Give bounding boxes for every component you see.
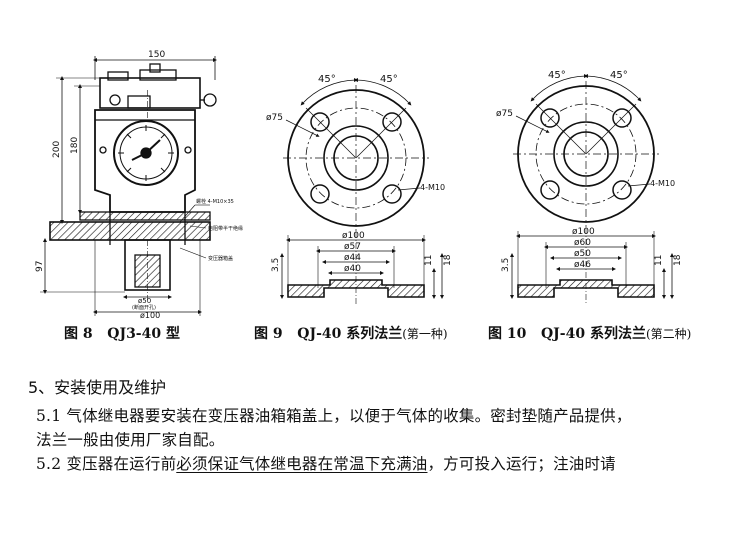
fig10-d3: ø50	[574, 249, 591, 259]
fig10-angle-left: 45°	[548, 70, 566, 81]
fig10-h1: 11	[654, 255, 664, 266]
fig8-dim-width: 150	[148, 50, 165, 60]
fig10-caption-sub: (第二种)	[645, 327, 692, 341]
fig8-caption-model: QJ3-40 型	[107, 326, 180, 342]
fig10-caption-num: 图 10	[488, 326, 527, 342]
fig9-caption-sub: (第一种)	[402, 327, 448, 341]
paragraph-5-1-line-1: 5.1 气体继电器要安装在变压器油箱箱盖上，以便于气体的收集。密封垫随产品提供，	[36, 407, 632, 425]
fig8-note-bolt: 螺栓 4-M10×35	[196, 198, 234, 205]
fig8-caption: 图 8 QJ3-40 型	[64, 323, 180, 343]
paragraph-5-2-prefix: 5.2 变压器在运行前	[36, 455, 177, 473]
fig9-d4: ø40	[344, 264, 361, 274]
fig10-d1: ø100	[572, 227, 595, 237]
paragraph-5-2-suffix: ，方可投入运行；注油时请	[427, 455, 616, 473]
fig8-dim-pipe-d: ø50	[138, 297, 151, 305]
paragraph-5-2-emphasis: 必须保证气体继电器在常温下充满油	[176, 455, 428, 473]
fig10-bolt-circle: ø75	[496, 109, 513, 119]
fig10-flange-section	[510, 228, 674, 305]
fig10-thickness: 3.5	[501, 258, 511, 272]
fig9-bolt-circle: ø75	[266, 113, 283, 123]
fig9-holes: 4-M10	[420, 183, 445, 192]
fig9-flange-plan	[283, 78, 429, 231]
fig8-dim-height-body: 180	[70, 137, 80, 154]
fig9-angle-left: 45°	[318, 74, 336, 85]
fig9-d1: ø100	[342, 231, 365, 241]
fig9-caption-model: QJ-40 系列法兰	[297, 326, 403, 342]
fig9-caption-num: 图 9	[254, 326, 283, 342]
paragraph-5-1-line-2: 法兰一般由使用厂家自配。	[36, 431, 225, 449]
fig10-d4: ø46	[574, 260, 591, 270]
section-heading: 5、安装使用及维护	[28, 378, 167, 397]
fig10-flange-plan	[513, 74, 659, 227]
fig9-d2: ø57	[344, 242, 361, 252]
fig8-dim-base: ø100	[140, 311, 160, 320]
fig8-dim-pipe-note: (断面开孔)	[132, 304, 156, 311]
paragraph-5-2: 5.2 变压器在运行前必须保证气体继电器在常温下充满油，方可投入运行；注油时请	[36, 452, 616, 476]
fig10-d2: ø60	[574, 238, 591, 248]
fig8-caption-num: 图 8	[64, 326, 93, 342]
fig8-relay-drawing	[40, 56, 217, 316]
fig9-h2: 18	[443, 254, 453, 266]
fig8-note-sealing: 电阻带半干绝缘	[208, 225, 243, 232]
fig9-thickness: 3.5	[271, 258, 281, 272]
technical-drawings: 150 200 180 97 ø50 (断面开孔) ø100 螺栓 4-M10×…	[35, 50, 683, 320]
fig8-dim-height-total: 200	[52, 141, 62, 158]
fig9-flange-section	[280, 232, 444, 305]
fig10-h2: 18	[673, 254, 683, 266]
fig10-caption-model: QJ-40 系列法兰	[540, 326, 646, 342]
fig8-note-oiltank: 变压器箱盖	[208, 255, 233, 262]
fig9-angle-right: 45°	[380, 74, 398, 85]
fig8-dim-pipe: 97	[35, 261, 45, 272]
fig10-holes: 4-M10	[650, 179, 675, 188]
fig9-d3: ø44	[344, 253, 361, 263]
fig9-caption: 图 9 QJ-40 系列法兰(第一种)	[254, 323, 448, 343]
fig10-caption: 图 10 QJ-40 系列法兰(第二种)	[488, 323, 691, 343]
fig9-h1: 11	[424, 255, 434, 266]
fig10-angle-right: 45°	[610, 70, 628, 81]
